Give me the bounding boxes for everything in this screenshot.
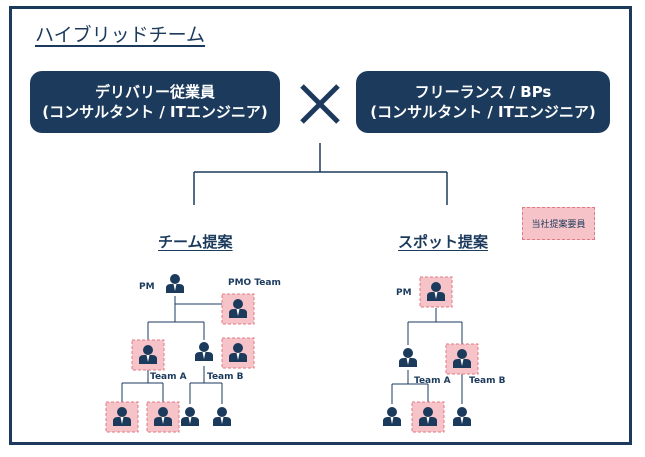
team-b-member-person-icon-2 (213, 407, 231, 426)
legend-company-proposal: 当社提案要員 (522, 207, 595, 240)
team-b-member-person-icon-1 (181, 407, 199, 426)
freelance-line1: フリーランス / BPs (414, 83, 552, 101)
spot-pm-label: PM (396, 288, 412, 298)
team-pmo-label: PMO Team (228, 278, 281, 288)
spot-team-a-member-person-icon-1 (383, 407, 401, 426)
team-a-label: Team A (150, 372, 187, 382)
spot-team-b-member-person-icon (453, 407, 471, 426)
frame-border (9, 6, 632, 445)
multiply-icon (300, 84, 340, 124)
spot-team-a-lead-person-icon (399, 348, 417, 367)
team-b-lead-person-icon (195, 342, 213, 361)
delivery-employee-line2: (コンサルタント / ITエンジニア) (42, 103, 268, 121)
team-pm-person-icon (166, 274, 184, 293)
spot-proposal-title: スポット提案 (398, 233, 489, 251)
spot-team-a-label: Team A (414, 376, 451, 386)
team-b-label: Team B (207, 372, 244, 382)
spot-proposal-connectors (391, 308, 463, 404)
freelance-box: フリーランス / BPs (コンサルタント / ITエンジニア) (356, 71, 610, 133)
freelance-line2: (コンサルタント / ITエンジニア) (370, 103, 596, 121)
team-proposal-connectors (121, 296, 223, 404)
team-proposal-title: チーム提案 (158, 233, 233, 251)
page-title: ハイブリッドチーム (35, 24, 206, 46)
delivery-employee-line1: デリバリー従業員 (94, 83, 215, 101)
delivery-employee-box: デリバリー従業員 (コンサルタント / ITエンジニア) (30, 71, 280, 133)
top-tree-connector (193, 143, 448, 205)
spot-team-b-label: Team B (469, 376, 506, 386)
team-pm-label: PM (139, 282, 155, 292)
